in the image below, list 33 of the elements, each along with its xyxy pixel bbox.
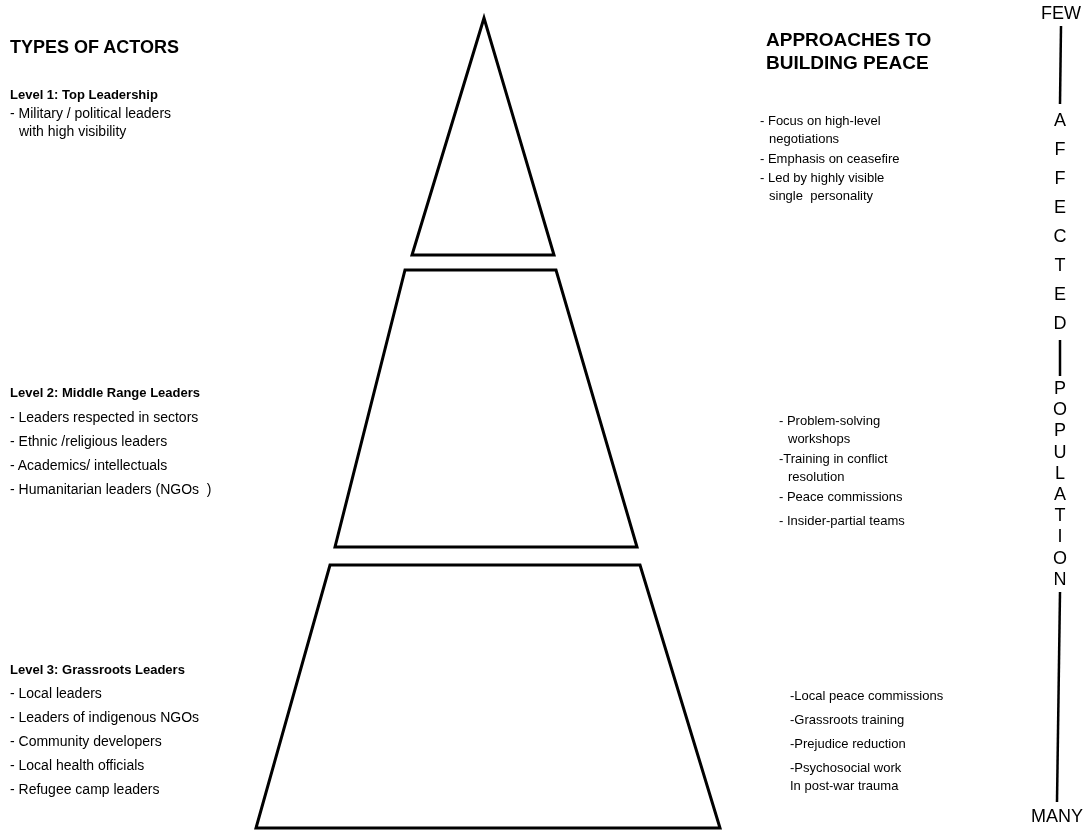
bullet-text: -Grassroots training	[790, 711, 906, 729]
vertical-word: AFFECTED	[1050, 106, 1070, 338]
bullet-text: - Focus on high-level negotiations	[760, 112, 882, 148]
bullet-text: - Academics/ intellectuals	[10, 456, 169, 474]
heading: Level 3: Grassroots Leaders	[10, 661, 186, 679]
bullet-text: - Problem-solving workshops	[779, 412, 882, 448]
bullet-text: - Local leaders	[10, 684, 103, 702]
bullet-text: -Prejudice reduction	[790, 735, 907, 753]
scale-end-label: FEW	[1038, 2, 1084, 24]
vertical-word: POPULATION	[1050, 378, 1070, 591]
heading: Level 2: Middle Range Leaders	[10, 384, 201, 402]
connector-line	[1058, 26, 1063, 104]
connector-line	[1058, 340, 1062, 376]
heading: Level 1: Top Leadership	[10, 86, 159, 104]
bullet-text: -Psychosocial work In post-war trauma	[790, 759, 903, 795]
bullet-text: - Insider-partial teams	[779, 512, 906, 530]
bullet-text: - Peace commissions	[779, 488, 904, 506]
bullet-text: - Leaders respected in sectors	[10, 408, 200, 426]
bullet-text: - Community developers	[10, 732, 163, 750]
bullet-text: - Refugee camp leaders	[10, 780, 161, 798]
bullet-text: - Ethnic /religious leaders	[10, 432, 169, 450]
bullet-text: - Military / political leaders with high visibility	[10, 104, 173, 140]
bullet-text: -Local peace commissions	[790, 687, 945, 705]
bullet-text: - Leaders of indigenous NGOs	[10, 708, 201, 726]
connector-line	[1055, 592, 1062, 802]
bullet-text: - Emphasis on ceasefire	[760, 150, 901, 168]
heading: APPROACHES TO BUILDING PEACE	[766, 28, 933, 74]
scale-end-label: MANY	[1024, 804, 1090, 828]
bullet-text: - Humanitarian leaders (NGOs )	[10, 480, 213, 498]
heading: TYPES OF ACTORS	[10, 36, 181, 58]
bullet-text: - Local health officials	[10, 756, 146, 774]
bullet-text: - Led by highly visible single personality	[760, 169, 886, 205]
bullet-text: -Training in conflict resolution	[779, 450, 889, 486]
